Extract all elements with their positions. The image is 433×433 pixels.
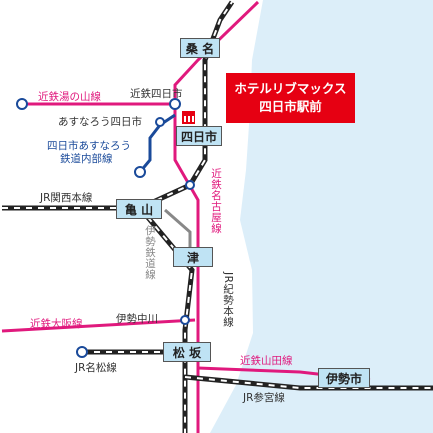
station-dot-icon <box>185 180 195 190</box>
station-yokkaichi: 四日市 <box>176 126 222 146</box>
station-kameyama: 亀 山 <box>116 199 162 219</box>
label-asunarou-line-2: 鉄道内部線 <box>60 153 113 165</box>
hotel-name-line2: 四日市駅前 <box>259 99 322 114</box>
kintetsu-osaka-line <box>1 318 196 333</box>
label-kintetsu-yokkaichi: 近鉄四日市 <box>130 88 183 100</box>
station-dot-icon <box>180 315 190 325</box>
label-kintetsu-yamada: 近鉄山田線 <box>240 355 293 367</box>
label-asunarou-yokkaichi: あすなろう四日市 <box>58 116 142 128</box>
station-dot-icon <box>16 98 28 110</box>
station-iseshi: 伊勢市 <box>318 368 370 388</box>
station-dot-icon <box>155 117 165 127</box>
label-ise-railway: 伊勢鉄道線 <box>144 225 156 280</box>
hotel-building-icon <box>182 111 195 124</box>
label-jr-sangu: JR参宮線 <box>243 392 285 404</box>
asunarou-utsube-line <box>138 113 176 173</box>
label-asunarou-line-1: 四日市あすなろう <box>47 140 131 152</box>
station-dot-icon <box>169 98 181 110</box>
station-tsu: 津 <box>173 247 213 267</box>
hotel-label: ホテルリブマックス 四日市駅前 <box>226 73 355 123</box>
label-jr-kansai: JR関西本線 <box>40 192 93 204</box>
label-ise-nakagawa: 伊勢中川 <box>116 313 158 325</box>
label-jr-kisei: JR紀勢本線 <box>222 272 234 328</box>
station-dot-icon <box>76 346 88 358</box>
station-kuwana: 桑 名 <box>180 38 220 58</box>
label-jr-meisho: JR名松線 <box>75 362 117 374</box>
hotel-name-line1: ホテルリブマックス <box>234 81 347 96</box>
label-kintetsu-yunoyama: 近鉄湯の山線 <box>38 91 101 103</box>
kintetsu-nagoya-line <box>173 0 260 433</box>
station-matsusaka: 松 坂 <box>163 342 211 362</box>
station-dot-icon <box>134 166 146 178</box>
label-kintetsu-nagoya: 近鉄名古屋線 <box>210 168 222 234</box>
label-kintetsu-osaka: 近鉄大阪線 <box>30 318 83 330</box>
